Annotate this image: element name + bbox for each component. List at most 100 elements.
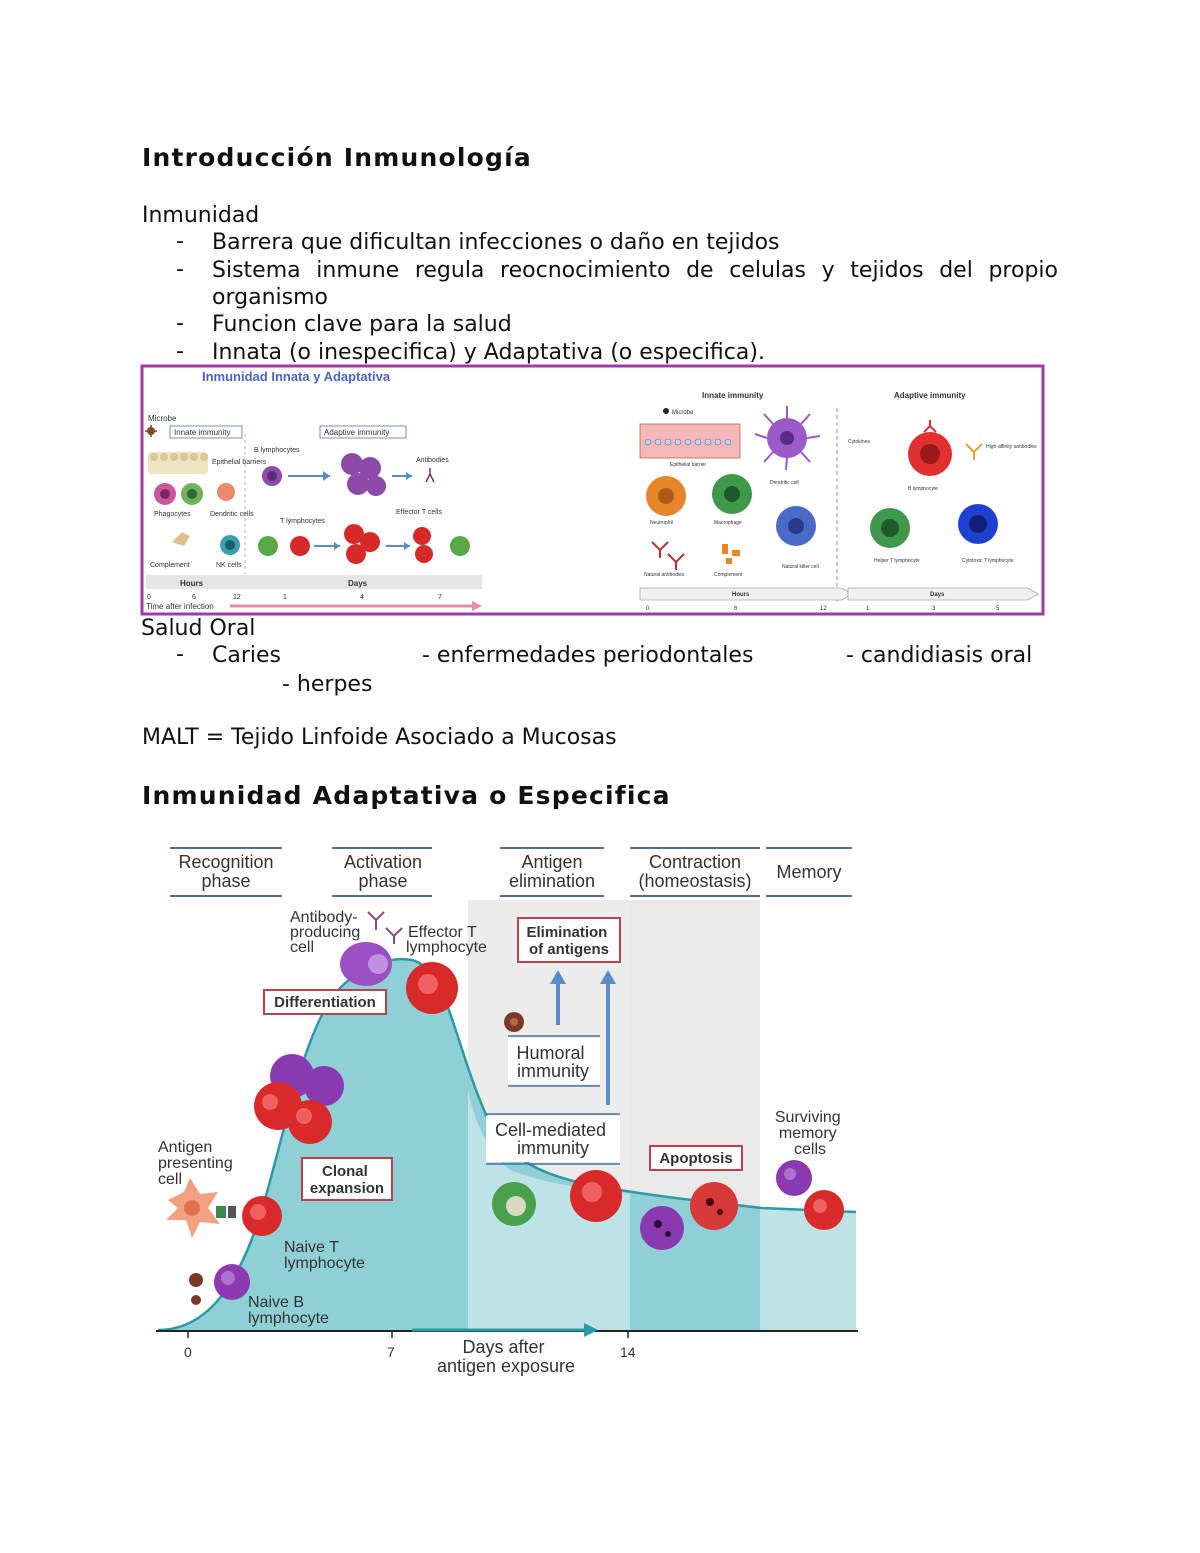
differentiation-label: Differentiation xyxy=(274,994,376,1011)
macrophage-label: Macrophage xyxy=(714,520,742,526)
svg-text:6: 6 xyxy=(192,594,196,601)
apoptotic-cell xyxy=(640,1206,684,1250)
list-item: Funcion clave para la salud xyxy=(212,312,512,337)
tick-0: 0 xyxy=(184,1344,192,1360)
svg-text:7: 7 xyxy=(438,594,442,601)
svg-text:Contraction(homeostasis): Contraction(homeostasis) xyxy=(638,852,751,891)
b-lymphocytes-label: B lymphocytes xyxy=(254,447,300,454)
dendritic-cell xyxy=(217,483,235,501)
svg-text:6: 6 xyxy=(734,606,738,612)
plasma-cell-cluster xyxy=(341,453,386,496)
helper-t-label: Helper T lymphocyte xyxy=(874,558,920,564)
section-title-adaptativa: Inmunidad Adaptativa o Especifica xyxy=(142,781,671,810)
bullet-dash: - xyxy=(176,257,184,282)
svg-text:Memory: Memory xyxy=(776,862,841,882)
list-item: Sistema inmune regula reocnocimiento de … xyxy=(212,258,1058,283)
x-axis-label: Days after antigen exposure xyxy=(437,1337,575,1376)
naive-b-label: Naive B lymphocyte xyxy=(248,1294,329,1327)
innate-immunity-label: Innate immunity xyxy=(702,391,764,400)
b-lymphocyte-label: B lymphocyte xyxy=(908,486,938,492)
svg-text:1: 1 xyxy=(866,606,870,612)
svg-text:12: 12 xyxy=(820,606,827,612)
dendritic-cell xyxy=(754,406,821,471)
innate-immunity-label: Innate immunity xyxy=(174,428,230,437)
humoral-immunity-label: Humoral immunity xyxy=(516,1043,589,1081)
bullet-dash: - xyxy=(176,311,184,336)
t-lymphocyte-cell xyxy=(258,536,278,556)
antibody-icon xyxy=(651,541,685,570)
dendritic-cells-label: Dendritic cells xyxy=(210,511,254,518)
list-item: Innata (o inespecifica) y Adaptativa (o … xyxy=(212,340,765,365)
bullet-dash: - xyxy=(176,339,184,364)
list-item-continuation: organismo xyxy=(212,285,328,310)
high-affinity-antibodies-label: High-affinity antibodies xyxy=(986,444,1037,450)
days-label: Days xyxy=(348,579,368,588)
clonal-expansion-cluster xyxy=(254,1054,344,1144)
antibody-producing-cell-label: Antibody- producing cell xyxy=(290,909,365,956)
complement-icon xyxy=(172,532,190,546)
memory-t-cell xyxy=(804,1190,844,1230)
svg-text:0: 0 xyxy=(646,606,650,612)
list-item: Barrera que dificultan infecciones o dañ… xyxy=(212,230,780,255)
svg-text:12: 12 xyxy=(233,594,241,601)
adaptive-response-figure: 0 7 14 Days after antigen exposure Recog… xyxy=(156,847,858,1376)
svg-text:0: 0 xyxy=(147,594,151,601)
apoptotic-cell xyxy=(690,1182,738,1230)
naive-t-label: Naive T lymphocyte xyxy=(284,1239,365,1272)
bullet-dash: - xyxy=(176,229,184,254)
antigen-presenting-cell-label: Antigen presenting cell xyxy=(158,1139,237,1188)
cytotoxic-t-cell xyxy=(958,504,998,544)
bullet-dash: - xyxy=(176,642,184,667)
surviving-memory-label: Surviving memory cells xyxy=(775,1109,845,1158)
natural-killer-label: Natural killer cell xyxy=(782,564,819,570)
phase-header-contraction: Contraction(homeostasis) xyxy=(630,847,760,897)
apoptosis-label: Apoptosis xyxy=(659,1150,732,1167)
complement-label: Complement xyxy=(150,562,190,569)
naive-b-cell xyxy=(214,1264,250,1300)
antigen-icon xyxy=(189,1273,203,1305)
clonal-expansion-label: Clonal expansion xyxy=(310,1163,384,1197)
hours-label: Hours xyxy=(180,579,204,588)
time-after-infection-label: Time after infection xyxy=(146,602,214,611)
microbe-label: Microbe xyxy=(672,410,694,416)
dendritic-cell-label: Dendritic cell xyxy=(770,480,799,486)
natural-antibodies-label: Natural antibodies xyxy=(644,572,685,578)
innate-adaptive-figure: Inmunidad Innata y Adaptativa Microbe In… xyxy=(140,364,1045,616)
memory-b-cell xyxy=(776,1160,812,1196)
figure-title: Inmunidad Innata y Adaptativa xyxy=(202,369,391,384)
epithelial-barrier-shape xyxy=(639,423,741,459)
antibody-icon xyxy=(425,468,435,483)
t-lymphocytes-label: T lymphocytes xyxy=(280,518,325,525)
adaptive-immunity-label: Adaptive immunity xyxy=(324,428,389,437)
section-heading-salud-oral: Salud Oral xyxy=(141,616,256,641)
epithelial-barriers-label: Epithelial barriers xyxy=(212,459,267,466)
cell-mediated-immunity-label: Cell-mediated immunity xyxy=(495,1120,611,1158)
svg-text:5: 5 xyxy=(996,606,1000,612)
list-item-herpes: - herpes xyxy=(282,672,373,697)
cytokines-label: Cytokines xyxy=(848,439,870,445)
epithelial-barrier-label: Epithelial barrier xyxy=(670,462,706,468)
list-item-caries: Caries xyxy=(212,643,281,668)
svg-text:4: 4 xyxy=(360,594,364,601)
effector-t-cell xyxy=(406,962,458,1014)
effector-t-cells-label: Effector T cells xyxy=(396,509,442,516)
neutrophil-label: Neutrophil xyxy=(650,520,673,526)
nk-cells-label: NK cells xyxy=(216,562,242,569)
cytotoxic-t-label: Cytotoxic T lymphocyte xyxy=(962,558,1014,564)
section-heading-inmunidad: Inmunidad xyxy=(142,203,260,228)
complement-label: Complement xyxy=(714,572,743,578)
tick-14: 14 xyxy=(620,1344,636,1360)
list-item-periodontal: - enfermedades periodontales xyxy=(422,643,754,668)
list-item-candidiasis: - candidiasis oral xyxy=(846,643,1033,668)
infected-cell xyxy=(492,1182,536,1226)
receptor-connector xyxy=(216,1206,236,1218)
malt-definition: MALT = Tejido Linfoide Asociado a Mucosa… xyxy=(142,725,617,750)
b-lymphocyte-cell xyxy=(908,420,952,476)
tick-7: 7 xyxy=(387,1344,395,1360)
effector-t-cell xyxy=(570,1170,622,1222)
